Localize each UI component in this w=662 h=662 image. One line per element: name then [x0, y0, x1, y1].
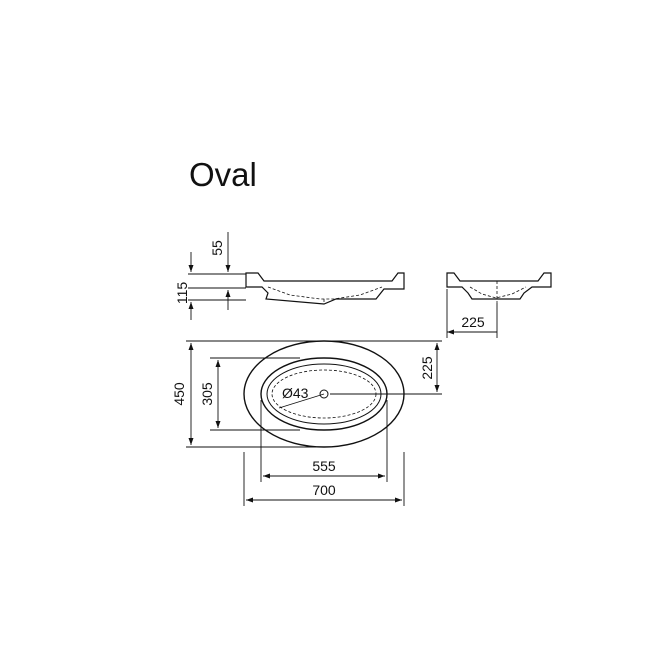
front-view: 225	[446, 272, 552, 338]
dim-555: 555	[312, 458, 336, 474]
side-view-long	[245, 272, 405, 305]
dim-305: 305	[199, 382, 215, 406]
dim-700: 700	[312, 482, 336, 498]
side-height-dimensions: 55 115	[174, 232, 246, 320]
dim-drain-diameter: Ø43	[282, 385, 309, 401]
length-dimensions: 555 700	[243, 400, 405, 506]
dim-450: 450	[171, 382, 187, 406]
dim-115: 115	[174, 282, 190, 305]
dim-225-front: 225	[461, 314, 485, 330]
dim-55: 55	[209, 240, 225, 256]
dim-225-top: 225	[419, 356, 435, 380]
depth-dimensions: 450 305 225	[171, 340, 442, 448]
drain-hole	[319, 389, 329, 399]
drawing-title: Oval	[189, 156, 257, 193]
